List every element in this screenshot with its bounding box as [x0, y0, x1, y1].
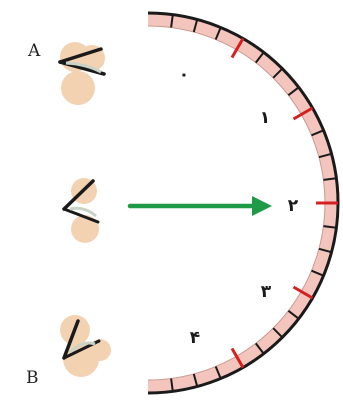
scale-number-2: ۲	[288, 196, 299, 216]
minor-tick	[170, 14, 174, 28]
minor-tick	[323, 177, 337, 181]
scale-ticks	[170, 14, 338, 392]
minor-tick	[255, 342, 265, 355]
minor-tick	[311, 129, 324, 137]
scale-outer-edge	[147, 11, 340, 395]
angle-figure-a-icon	[58, 42, 106, 105]
minor-tick	[287, 310, 300, 320]
angle-figure-middle-icon	[62, 178, 100, 243]
minor-tick	[318, 152, 332, 159]
major-tick	[230, 347, 245, 369]
label-a: A	[27, 41, 41, 61]
scale-inner-edge	[147, 25, 326, 381]
scale-number-3: ۳	[261, 282, 272, 302]
minor-tick	[192, 373, 199, 387]
scale-number-0: ۰	[179, 65, 189, 85]
label-b: B	[26, 368, 39, 388]
major-tick	[292, 285, 314, 300]
minor-tick	[214, 27, 222, 40]
minor-tick	[323, 225, 337, 229]
minor-tick	[255, 51, 265, 64]
direction-arrow-head	[252, 196, 272, 216]
scale-number-4: ۴	[190, 328, 200, 348]
minor-tick	[170, 378, 174, 392]
minor-tick	[272, 67, 284, 79]
major-tick	[230, 37, 245, 59]
major-tick	[292, 106, 314, 121]
scale-band	[148, 13, 338, 393]
angle-figure-b-icon	[60, 315, 111, 377]
minor-tick	[287, 86, 300, 96]
minor-tick	[272, 327, 284, 339]
minor-tick	[311, 269, 324, 277]
minor-tick	[214, 366, 222, 379]
scale-number-1: ۱	[260, 108, 270, 128]
minor-tick	[318, 247, 332, 254]
minor-tick	[192, 19, 199, 33]
